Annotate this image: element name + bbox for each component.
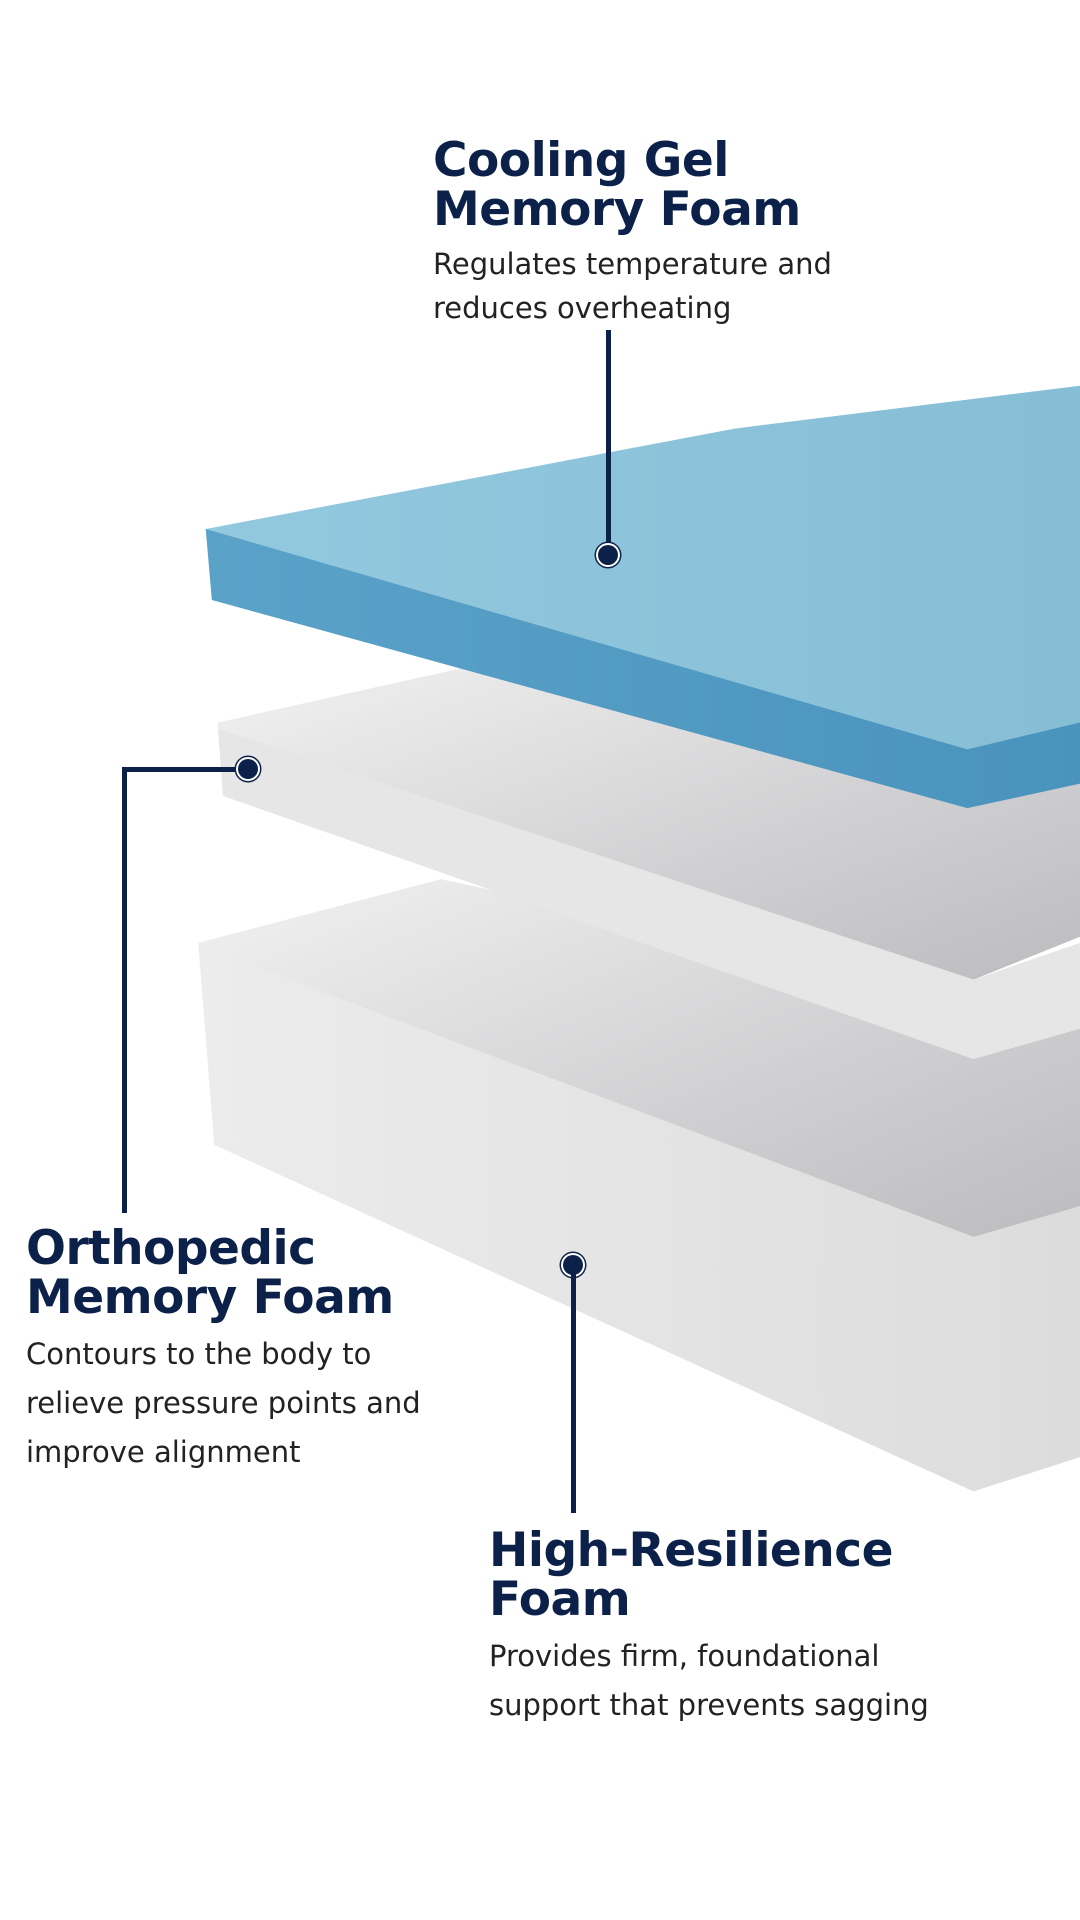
desc-line: Contours to the body to — [26, 1337, 372, 1371]
cooling-gel-leader-line — [606, 330, 611, 552]
title-line: Cooling Gel — [433, 133, 729, 188]
title-line: Orthopedic — [26, 1221, 316, 1276]
orthopedic-leader-line-vertical — [122, 767, 127, 1213]
desc-line: relieve pressure points and — [26, 1386, 421, 1420]
cooling-gel-description: Regulates temperature and reduces overhea… — [433, 242, 832, 330]
high-resilience-leader-line — [571, 1265, 576, 1513]
title-line: High-Resilience — [489, 1523, 894, 1578]
desc-line: Regulates temperature and — [433, 247, 832, 281]
orthopedic-description: Contours to the body to relieve pressure … — [26, 1330, 421, 1477]
desc-line: Provides firm, foundational — [489, 1639, 880, 1673]
high-resilience-description: Provides firm, foundational support that … — [489, 1632, 929, 1730]
desc-line: reduces overheating — [433, 291, 732, 325]
cooling-gel-foam-layer — [205, 385, 1080, 809]
orthopedic-leader-line-horizontal — [122, 767, 242, 772]
cooling-gel-marker-dot — [598, 545, 618, 565]
title-line: Foam — [489, 1572, 631, 1627]
desc-line: improve alignment — [26, 1435, 301, 1469]
title-line: Memory Foam — [26, 1270, 394, 1325]
orthopedic-marker-dot — [238, 759, 258, 779]
title-line: Memory Foam — [433, 182, 801, 237]
desc-line: support that prevents sagging — [489, 1688, 929, 1722]
